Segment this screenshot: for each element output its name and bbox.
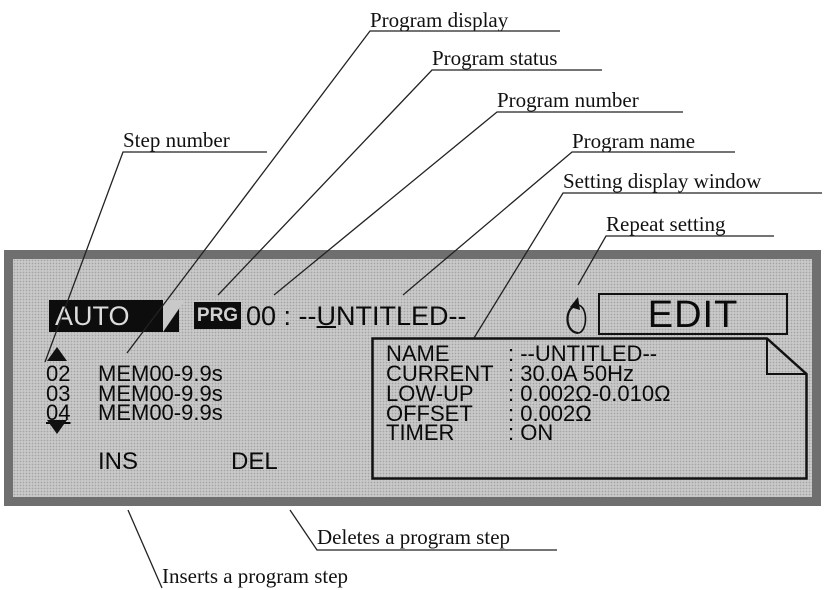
callout-program-display: Program display bbox=[370, 8, 509, 32]
del-softkey[interactable]: DEL bbox=[231, 448, 278, 475]
setting-key: TIMER bbox=[386, 420, 455, 445]
program-line: 00 : --UNTITLED-- bbox=[246, 299, 467, 333]
step-number: 03 bbox=[46, 381, 71, 406]
step-number: 02 bbox=[46, 361, 71, 386]
edit-mode-box[interactable]: EDIT bbox=[598, 293, 788, 335]
mode-badge-wedge bbox=[163, 300, 185, 332]
repeat-arrow-icon[interactable] bbox=[558, 297, 594, 337]
step-text: MEM00-9.9s bbox=[98, 400, 223, 425]
setting-value: : ON bbox=[508, 420, 554, 445]
step-row[interactable]: 03 MEM00-9.9s bbox=[46, 383, 223, 405]
callout-step-number: Step number bbox=[123, 128, 230, 152]
step-row[interactable]: 04 MEM00-9.9s bbox=[46, 402, 223, 424]
callout-program-status: Program status bbox=[432, 46, 558, 70]
callout-inserts-step: Inserts a program step bbox=[162, 564, 349, 588]
program-name: NTITLED-- bbox=[336, 301, 467, 331]
callout-repeat-setting: Repeat setting bbox=[606, 212, 726, 236]
program-name-cursor[interactable]: U bbox=[316, 301, 337, 331]
setting-value: : 0.002Ω bbox=[508, 401, 592, 426]
setting-line-timer: TIMER : ON bbox=[386, 422, 553, 444]
callout-program-name: Program name bbox=[572, 129, 696, 153]
setting-key: LOW-UP bbox=[386, 381, 474, 406]
ins-softkey[interactable]: INS bbox=[98, 448, 139, 475]
step-text: MEM00-9.9s bbox=[98, 381, 223, 406]
setting-line-current: CURRENT : 30.0A 50Hz bbox=[386, 363, 634, 385]
setting-key: OFFSET bbox=[386, 401, 473, 426]
callout-program-number: Program number bbox=[497, 88, 639, 112]
leader-inserts-step bbox=[127, 509, 163, 589]
setting-line-offset: OFFSET : 0.002Ω bbox=[386, 403, 592, 425]
callout-deletes-step: Deletes a program step bbox=[317, 525, 511, 549]
setting-value: : 30.0A 50Hz bbox=[508, 361, 634, 386]
step-number: 04 bbox=[46, 400, 71, 425]
scroll-down-arrow-icon[interactable] bbox=[47, 420, 67, 434]
setting-line-low-up: LOW-UP : 0.002Ω-0.010Ω bbox=[386, 383, 671, 405]
setting-value: : 0.002Ω-0.010Ω bbox=[508, 381, 671, 406]
setting-key: CURRENT bbox=[386, 361, 494, 386]
step-row[interactable]: 02 MEM00-9.9s bbox=[46, 363, 223, 385]
program-status-badge: PRG bbox=[194, 302, 241, 329]
scroll-up-arrow-icon[interactable] bbox=[47, 347, 67, 361]
callout-setting-display-window: Setting display window bbox=[563, 169, 762, 193]
setting-display-window bbox=[371, 337, 808, 480]
program-number: 00 : -- bbox=[246, 301, 317, 331]
step-text: MEM00-9.9s bbox=[98, 361, 223, 386]
mode-badge: AUTO bbox=[49, 300, 179, 332]
